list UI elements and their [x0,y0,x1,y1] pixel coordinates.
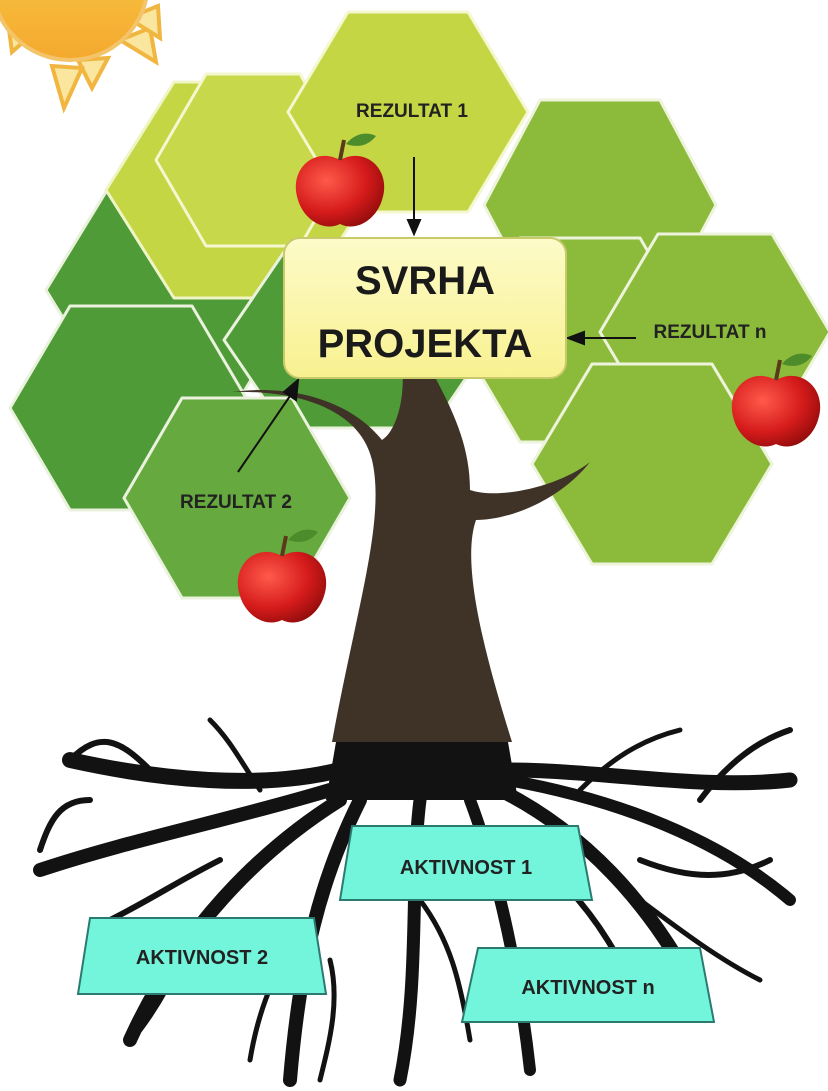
activity-label-1: AKTIVNOST 1 [400,857,532,879]
tree-trunk [232,350,590,742]
purpose-line2: PROJEKTA [318,322,533,366]
purpose-box: SVRHA PROJEKTA [283,237,567,379]
activity-label-n: AKTIVNOST n [521,977,654,999]
activity-box-2: AKTIVNOST 2 [76,917,328,995]
result-label-1: REZULTAT 1 [356,101,468,122]
activity-box-1: AKTIVNOST 1 [338,825,594,901]
result-label-2: REZULTAT 2 [180,492,292,513]
activity-label-2: AKTIVNOST 2 [136,947,268,969]
arrows [237,157,636,473]
purpose-line1: SVRHA [355,259,495,303]
arrow-result2-to-purpose [237,395,291,473]
result-label-n: REZULTAT n [654,322,767,343]
hexagon-leaf [530,362,774,566]
sun-icon [0,0,163,114]
apple-icon [237,529,327,623]
activity-box-n: AKTIVNOST n [460,947,716,1023]
apple-icon [295,133,385,227]
canopy [8,10,828,600]
apple-icon [731,353,821,447]
